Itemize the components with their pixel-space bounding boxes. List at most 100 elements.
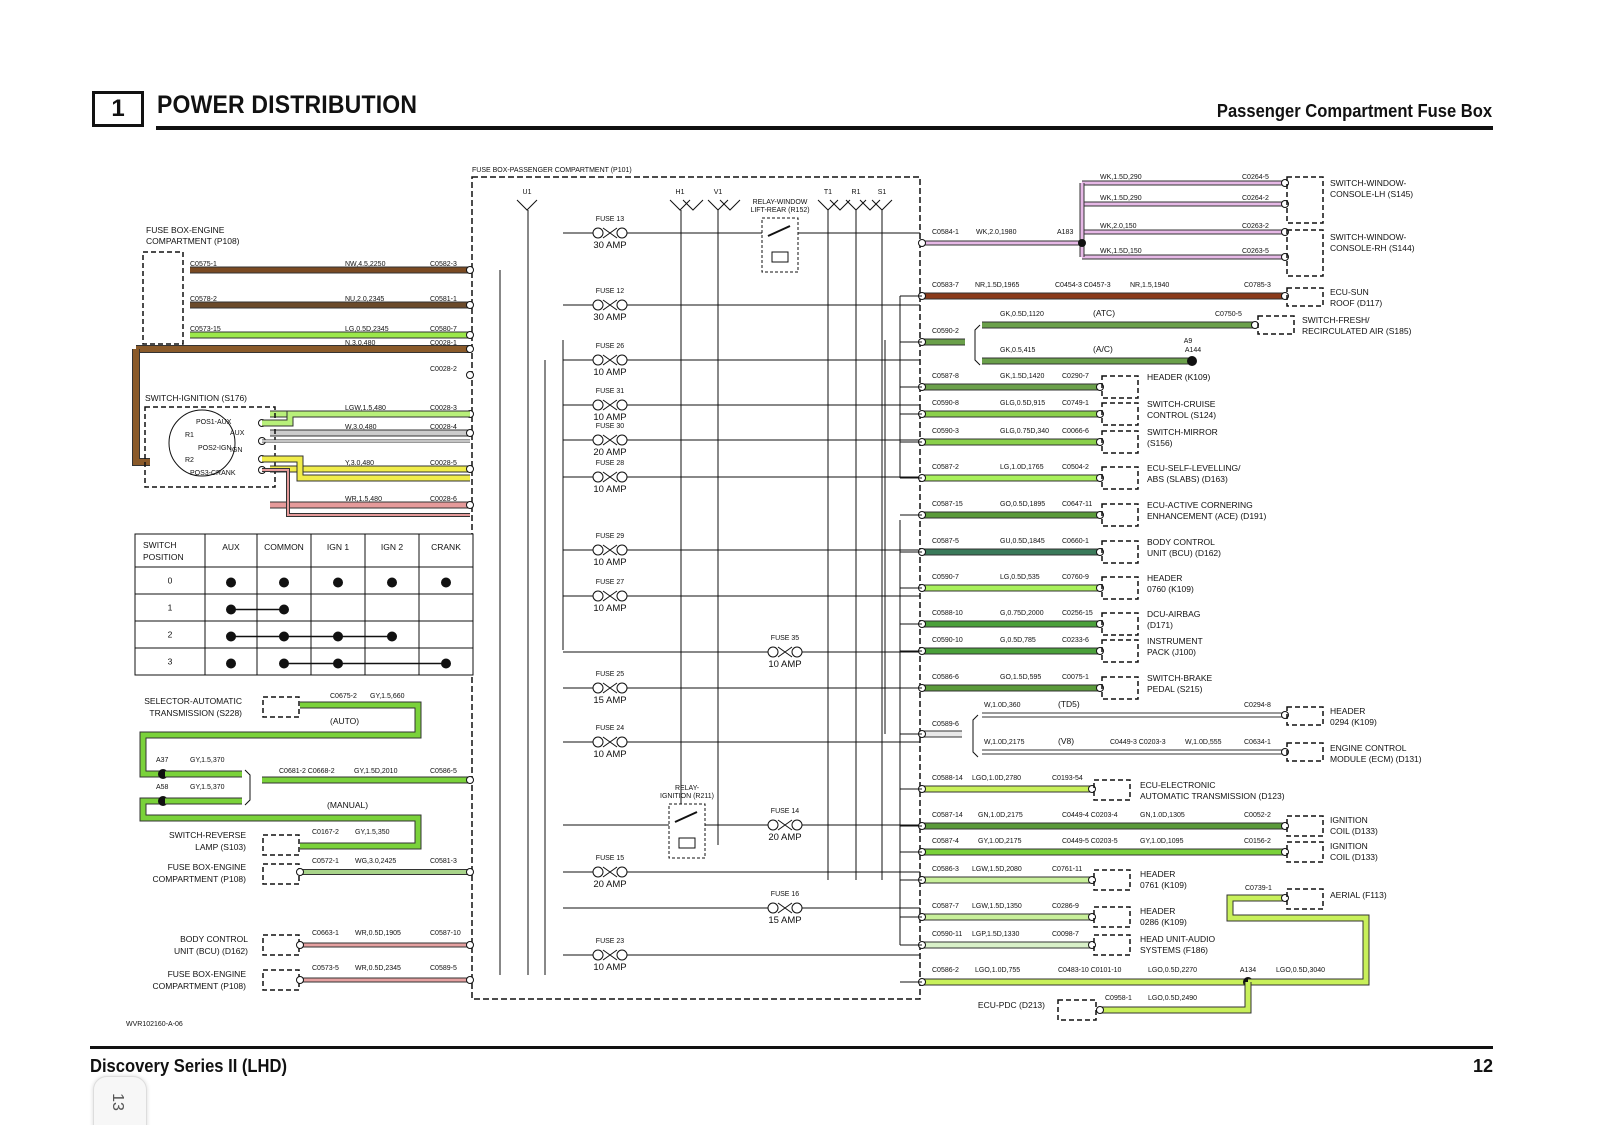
variant-atc: (ATC) xyxy=(1093,308,1115,318)
lower-code-2: LGP,1.5D,1330 xyxy=(972,931,1019,938)
fuse-fuse-12 xyxy=(592,299,628,311)
coil-mid-0: C0449-4 C0203-4 xyxy=(1062,812,1118,819)
left-wire-to-4: C0028-2 xyxy=(430,366,457,373)
footer-rule xyxy=(90,1046,1493,1049)
header0294-box xyxy=(1286,706,1324,726)
fuse-terminal xyxy=(791,646,803,658)
ignition-coil-box-0 xyxy=(1286,815,1324,837)
fuse-fuse-24-name: FUSE 24 xyxy=(596,725,625,732)
fuse-terminal xyxy=(592,682,604,694)
connector-pin xyxy=(466,976,474,984)
connector-pin xyxy=(466,941,474,949)
right-wire-to-12: C0066-6 xyxy=(1062,428,1089,435)
engine-bot-to: C0589-5 xyxy=(430,965,457,972)
right-comp-3: RECIRCULATED AIR (S185) xyxy=(1302,326,1412,336)
right-wire-from-14: C0587-15 xyxy=(932,501,963,508)
reverse-lamp-label: SWITCH-REVERSE xyxy=(169,830,246,840)
recirc-from: C0590-2 xyxy=(932,328,959,335)
right-comp-21: HEADER xyxy=(1140,906,1175,916)
ecu-pdc-box xyxy=(1057,999,1097,1021)
lower-box-0 xyxy=(1093,869,1131,891)
right-comp-9: UNIT (BCU) (D162) xyxy=(1147,548,1221,558)
left-wire-from-1: C0578-2 xyxy=(190,296,217,303)
fuse-fuse-30-rating: 20 AMP xyxy=(593,447,626,458)
fuse-terminal xyxy=(592,471,604,483)
ignition-switch-box xyxy=(144,406,276,488)
fuse-terminal xyxy=(767,902,779,914)
relay-coil xyxy=(678,837,696,849)
engine-fusebox-bot-label: COMPARTMENT (P108) xyxy=(152,981,246,991)
right-comp-23: ECU-PDC (D213) xyxy=(978,1000,1045,1010)
fuse-fuse-14 xyxy=(767,819,803,831)
ignition-feed xyxy=(133,349,150,465)
switch-table-header: COMMON xyxy=(264,542,304,552)
fuse-element xyxy=(602,949,618,961)
fuse-fuse-31-rating: 10 AMP xyxy=(593,412,626,423)
coil-mid-1: C0449-5 C0203-5 xyxy=(1062,838,1118,845)
right-wire-code-16: LG,0.5D,535 xyxy=(1000,574,1040,581)
busbar-H1: H1 xyxy=(676,189,685,196)
lower-to-2: C0098-7 xyxy=(1052,931,1079,938)
bcu-left-to: C0587-10 xyxy=(430,930,461,937)
selector-box xyxy=(262,696,300,718)
aerial-loop xyxy=(1227,895,1369,985)
switch-table-position: 2 xyxy=(168,630,173,640)
switch-fresh-box xyxy=(1257,315,1295,335)
header0294-code: W,1.0D,360 xyxy=(984,702,1021,709)
manual-label: (MANUAL) xyxy=(327,800,368,810)
selector-wire-from: C0675-2 xyxy=(330,693,357,700)
right-comp-box-4 xyxy=(1101,375,1139,399)
switch-table-position: 3 xyxy=(168,657,173,667)
right-comp-13: PEDAL (S215) xyxy=(1147,684,1203,694)
right-comp-7: ECU-SELF-LEVELLING/ xyxy=(1147,463,1241,473)
page-tab[interactable]: 13 xyxy=(93,1076,147,1125)
right-comp-17: COIL (D133) xyxy=(1330,826,1378,836)
model-name: Discovery Series II (LHD) xyxy=(90,1056,287,1076)
fuse-terminal xyxy=(592,299,604,311)
engine-fusebox-bot xyxy=(262,969,300,991)
switch-table-header: POSITION xyxy=(143,552,184,562)
fuse-terminal xyxy=(791,819,803,831)
recirc-atc-to: C0750-5 xyxy=(1215,311,1242,318)
engine-fusebox-mid-label: FUSE BOX-ENGINE xyxy=(168,862,247,872)
fusebox-pin xyxy=(466,465,474,473)
ign-term-aux: AUX xyxy=(230,430,245,437)
fuse-terminal xyxy=(592,354,604,366)
sunroof-code2: NR,1.5,1940 xyxy=(1130,282,1169,289)
ignition-coil-box-1 xyxy=(1286,841,1324,863)
right-comp-20: AERIAL (F113) xyxy=(1330,890,1387,900)
relay-body xyxy=(761,217,799,273)
left-wire-code-8: WR,1.5,480 xyxy=(345,496,382,503)
window-wire-to-1: C0264-2 xyxy=(1242,195,1269,202)
fuse-terminal xyxy=(616,354,628,366)
right-comp-box-8 xyxy=(1101,503,1139,527)
ignition-switch-dial xyxy=(168,409,236,477)
coil-code2-1: GY,1.0D,1095 xyxy=(1140,838,1184,845)
left-wire-code-0: NW,4.5,2250 xyxy=(345,261,386,268)
right-comp-8: ECU-ACTIVE CORNERING xyxy=(1147,500,1253,510)
busbar-tap-extra xyxy=(719,199,741,211)
ign-lgw xyxy=(262,411,470,426)
fuse-fuse-26-name: FUSE 26 xyxy=(596,343,625,350)
engine-bot-from: C0573-5 xyxy=(312,965,339,972)
right-wire-from-15: C0587-5 xyxy=(932,538,959,545)
fuse-terminal xyxy=(616,399,628,411)
right-wire-from-16: C0590-7 xyxy=(932,574,959,581)
drawing-reference: WVR102160-A-06 xyxy=(126,1021,183,1028)
fusebox-pin xyxy=(466,266,474,274)
right-comp-6: (S156) xyxy=(1147,438,1173,448)
fuse-fuse-26-rating: 10 AMP xyxy=(593,367,626,378)
right-wire-from-19: C0586-6 xyxy=(932,674,959,681)
switch-table-dot xyxy=(387,577,397,588)
right-wire-from-10: C0587-8 xyxy=(932,373,959,380)
fuse-fuse-28-rating: 10 AMP xyxy=(593,484,626,495)
ecm-code: W,1.0D,2175 xyxy=(984,739,1025,746)
right-comp-17: IGNITION xyxy=(1330,815,1368,825)
right-wire-code-12: GLG,0.75D,340 xyxy=(1000,428,1049,435)
right-comp-19: HEADER xyxy=(1140,869,1175,879)
switch-table-dot xyxy=(441,577,451,588)
ign-pos-crank: POS3-CRANK xyxy=(190,470,236,477)
right-comp-box-10 xyxy=(1101,576,1139,600)
